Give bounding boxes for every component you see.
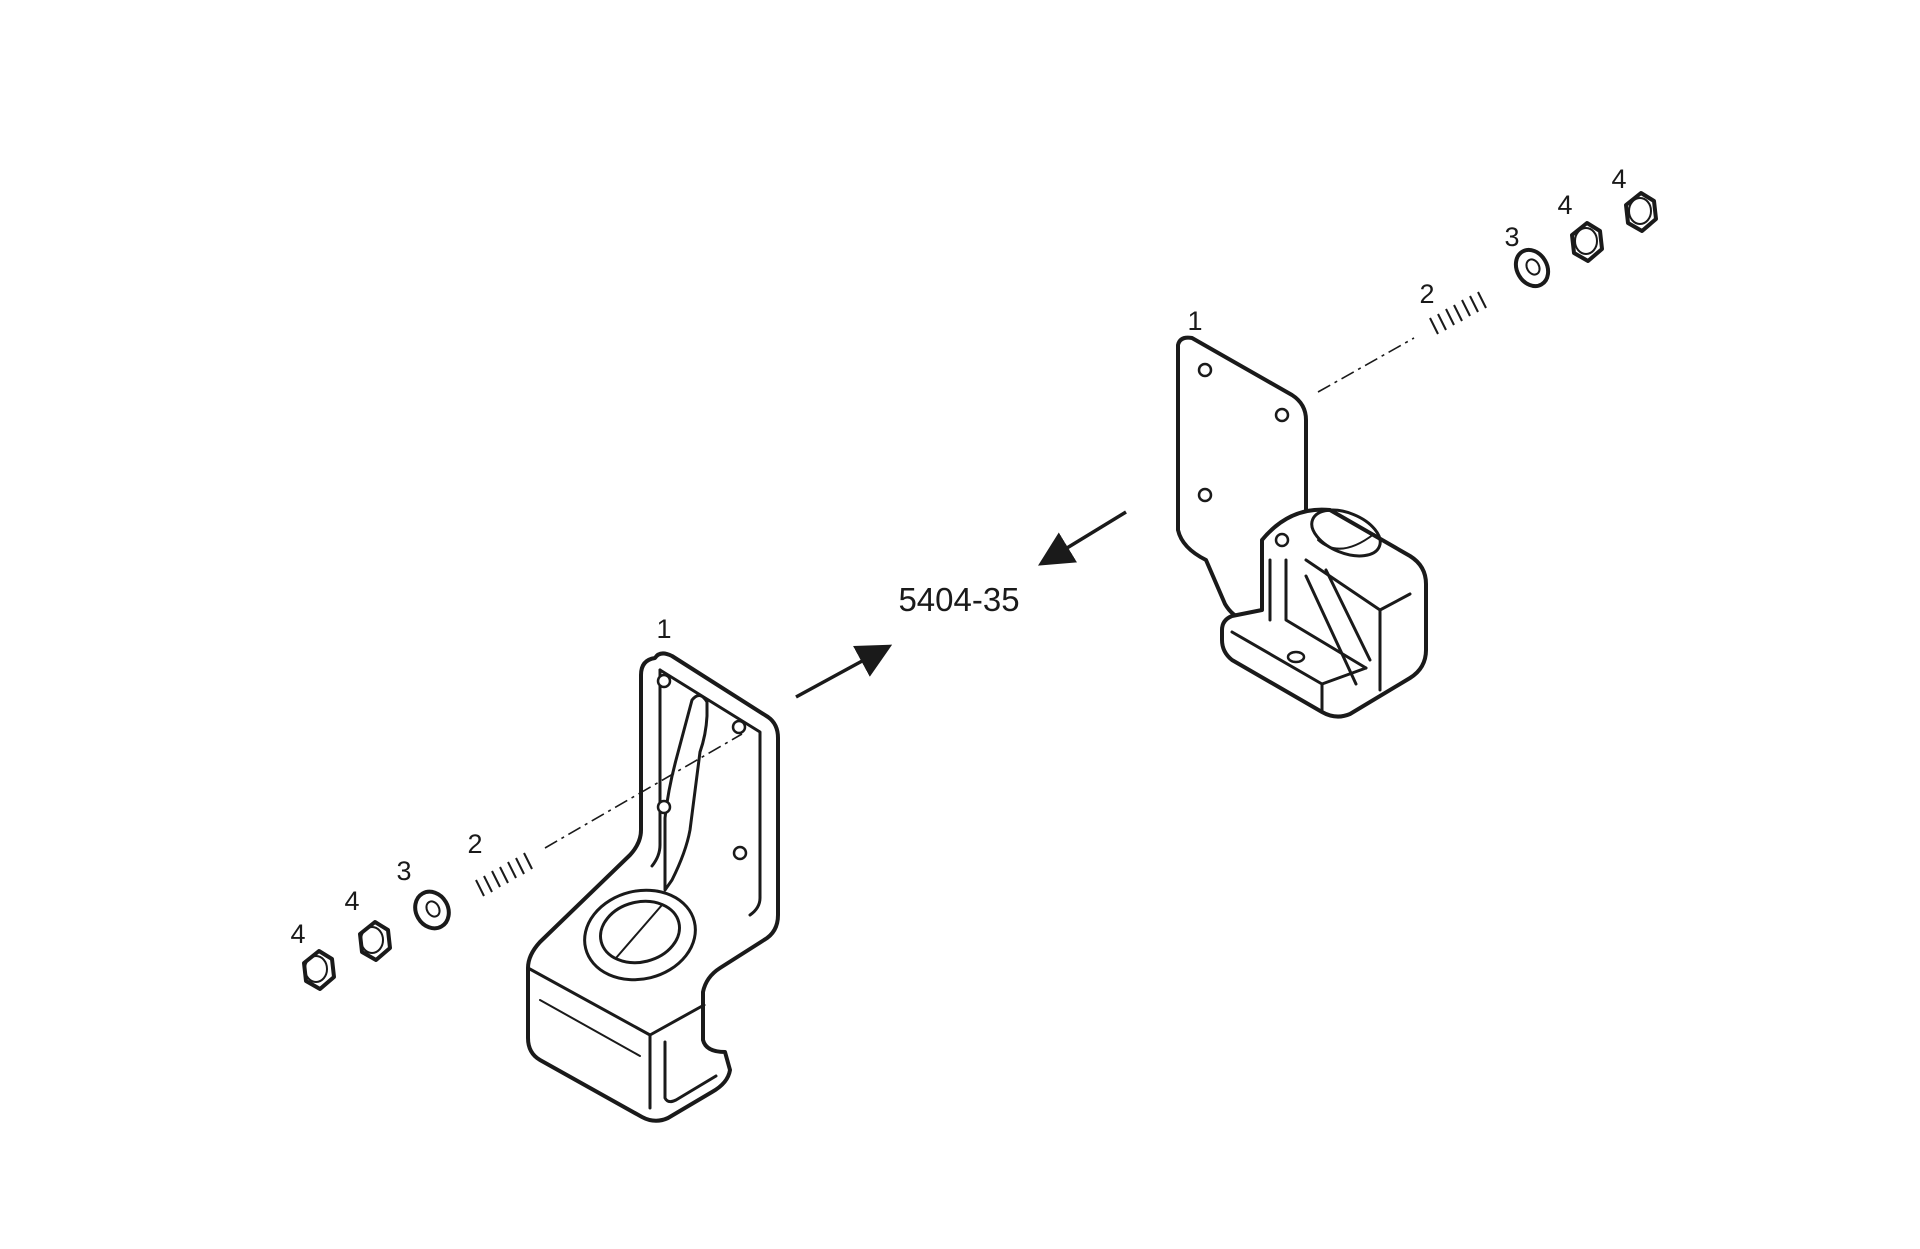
mounting-hole	[1197, 362, 1213, 378]
callout-nut-left-1: 4	[344, 886, 359, 916]
arrow-to-reference-left	[795, 644, 893, 699]
callout-nut-right-1: 4	[1557, 190, 1572, 220]
right-nut-inner	[1570, 221, 1604, 263]
mounting-hole	[656, 673, 672, 689]
foot-hole	[1286, 650, 1306, 664]
mounting-hole	[1274, 407, 1290, 423]
right-washer	[1513, 247, 1551, 289]
assembly-centerline	[544, 733, 743, 849]
callout-stud-left: 2	[467, 829, 482, 859]
callout-stud-right: 2	[1419, 279, 1434, 309]
left-nut-inner	[358, 920, 392, 962]
reference-code-label: 5404-35	[898, 581, 1019, 618]
callout-nut-left-2: 4	[290, 919, 305, 949]
mounting-hole	[656, 799, 672, 815]
mounting-hole	[1197, 487, 1213, 503]
callout-bracket-right: 1	[1187, 306, 1202, 336]
callout-washer-left: 3	[396, 856, 411, 886]
arrow-to-reference-right	[1038, 510, 1127, 566]
assembly-centerline	[1317, 337, 1415, 393]
collar-ring	[583, 888, 697, 982]
right-stud	[1418, 291, 1496, 338]
left-stud	[460, 847, 544, 899]
left-washer	[413, 889, 451, 931]
callout-nut-right-2: 4	[1611, 164, 1626, 194]
left-nut-outer	[302, 949, 336, 991]
collar-ring	[1310, 508, 1382, 558]
mounting-hole	[1274, 532, 1290, 548]
mounting-hole	[732, 845, 748, 861]
mounting-hole	[731, 719, 747, 735]
right-nut-outer	[1624, 191, 1658, 233]
callout-bracket-left: 1	[656, 614, 671, 644]
left-bracket	[526, 651, 780, 1123]
callout-washer-right: 3	[1504, 222, 1519, 252]
right-bracket	[1176, 335, 1428, 719]
